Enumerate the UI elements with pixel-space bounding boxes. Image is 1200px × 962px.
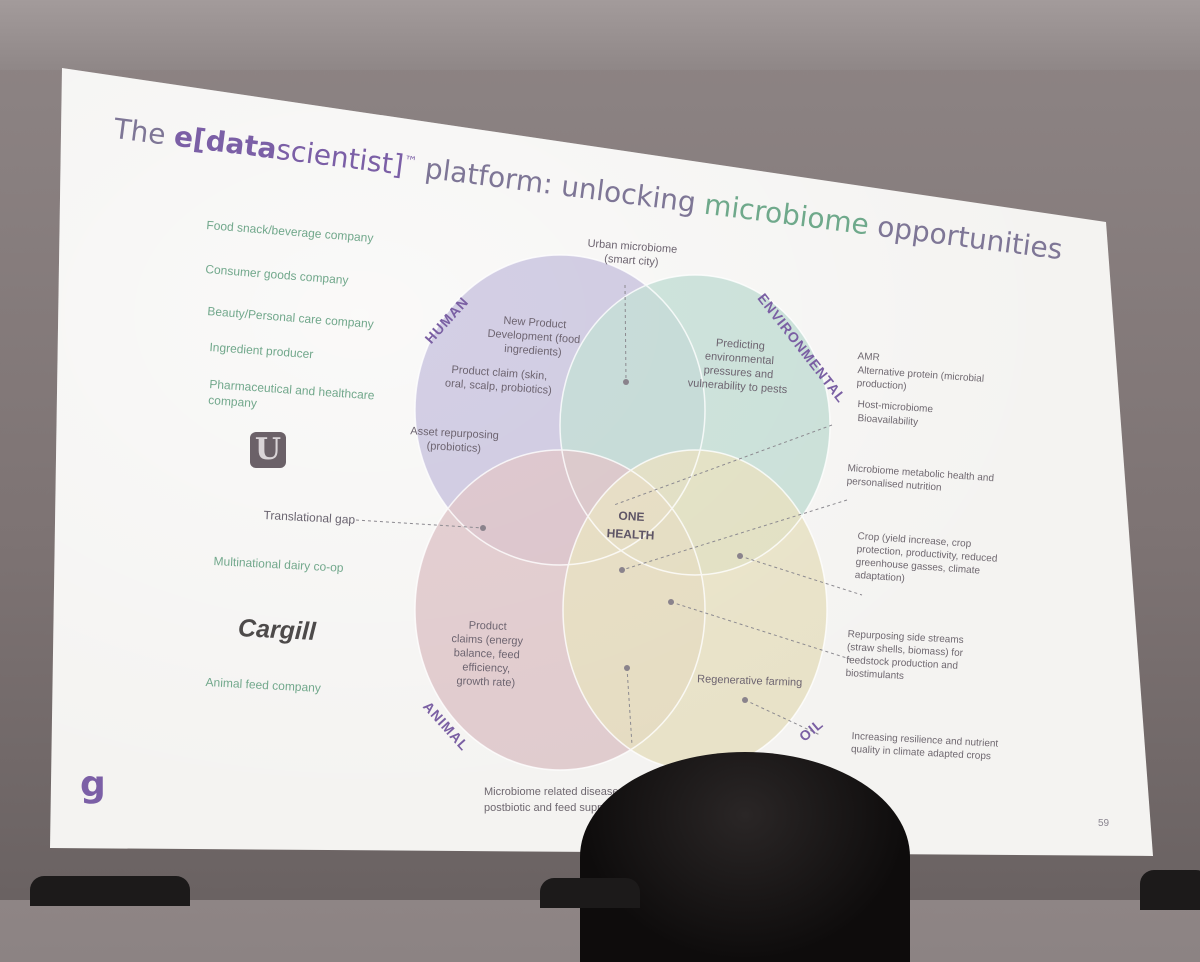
brand-logo-g: g [80,764,106,805]
unilever-logo: U [250,432,286,468]
label-asset-repurposing: Asset repurposing (probiotics) [409,425,500,456]
audience-head [580,752,910,962]
label-crop: Crop (yield increase, crop protection, p… [854,530,998,585]
audience-chair-left [30,876,190,906]
label-predicting: Predicting environmental pressures and v… [687,337,788,397]
label-amr: AMR [857,350,881,364]
cargill-logo: Cargill [237,613,317,647]
label-product-claims-animal: Product claims (energy balance, feed eff… [451,619,524,690]
audience-chair-mid [540,878,640,908]
page-number: 59 [1098,818,1110,829]
one-health-label: ONE HEALTH [606,508,655,543]
room-wall [0,0,1200,70]
label-repurposing-side-streams: Repurposing side streams (straw shells, … [845,628,964,682]
label-new-product-development: New Product Development (food ingredient… [487,314,581,359]
venn-diagram [355,254,863,771]
audience-chair-right [1140,870,1200,910]
